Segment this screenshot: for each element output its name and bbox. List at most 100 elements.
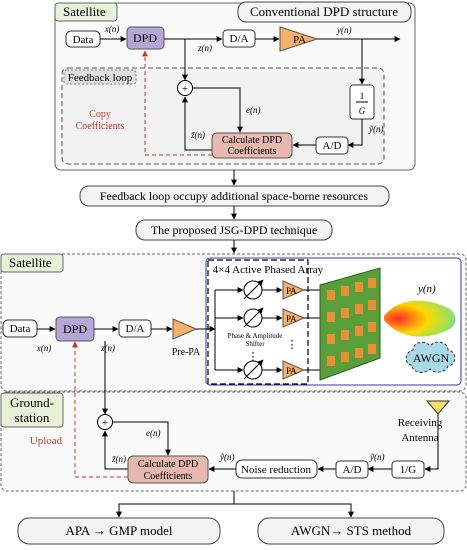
antenna-element xyxy=(355,304,363,314)
dpd-block-top xyxy=(126,26,165,50)
out-right-label: AWGN→ STS method xyxy=(291,523,412,538)
da-label-bottom: D/A xyxy=(126,323,145,335)
dpd-label-bottom: DPD xyxy=(63,322,87,336)
feedback-loop-region xyxy=(61,67,385,165)
antenna-element xyxy=(327,290,335,300)
e-n-bottom: e(n) xyxy=(146,428,161,438)
z-n-bottom: z(n) xyxy=(100,343,115,353)
antenna-element xyxy=(368,344,376,354)
noise-reduction-label: Noise reduction xyxy=(241,464,311,476)
out-left-box xyxy=(17,517,221,545)
calc-line2-bottom: Coefficients xyxy=(144,471,193,482)
arrow-calc-sum-top xyxy=(182,96,212,151)
antenna-element xyxy=(341,352,349,362)
arrow-out-left xyxy=(116,491,235,518)
antenna-element xyxy=(355,348,363,358)
pa-triangle-top xyxy=(279,26,319,52)
element-pa-1 xyxy=(282,280,306,300)
phase-shifter-2-arrow xyxy=(243,307,264,328)
antenna-element xyxy=(341,308,349,318)
y-hat-n-top: ỹ(n) xyxy=(368,124,384,134)
y-n-top: y(n) xyxy=(336,25,352,35)
z-hat-n-top: z̃(n) xyxy=(190,130,205,140)
y-hat-n-left: ỹ(n) xyxy=(219,452,235,462)
conventional-title-box xyxy=(237,1,412,23)
arrow-sum-calc-bottom xyxy=(112,421,171,456)
sum-plus-top: + xyxy=(182,83,188,95)
antenna-element xyxy=(368,322,376,332)
data-label-top: Data xyxy=(73,34,94,46)
copy-line1: Copy xyxy=(89,109,111,120)
pa-label-top: PA xyxy=(293,34,306,46)
e-n-top: e(n) xyxy=(246,105,261,115)
ground-station-tag xyxy=(0,392,64,428)
da-label-top: D/A xyxy=(230,33,249,45)
z-hat-n-bottom: z̃(n) xyxy=(111,454,126,464)
shifter-dots: ⋮ xyxy=(248,351,259,363)
element-pa-3 xyxy=(282,360,306,380)
feedback-loop-tag xyxy=(63,69,137,85)
element-pa-1-label: PA xyxy=(286,286,297,296)
out-right-box xyxy=(257,517,445,545)
y-n-bottom: y(n) xyxy=(417,283,436,295)
satellite-bottom-label: Satellite xyxy=(9,255,52,270)
upload-label: Upload xyxy=(30,435,63,447)
inv-g-den: G xyxy=(359,106,366,116)
sum-plus-bottom: + xyxy=(102,417,108,429)
element-pa-2 xyxy=(282,308,306,328)
array-feed-region xyxy=(207,259,309,385)
antenna-element xyxy=(368,300,376,310)
z-n-top: z(n) xyxy=(197,43,212,53)
pa-dots: ⋮ xyxy=(287,339,298,351)
pre-pa-label: Pre-PA xyxy=(172,347,201,358)
shifter-line2: Shifter xyxy=(245,340,265,348)
calc-line1-bottom: Calculate DPD xyxy=(138,459,198,470)
antenna-element xyxy=(327,334,335,344)
satellite-top-label: Satellite xyxy=(63,4,106,19)
element-pa-2-label: PA xyxy=(286,314,297,324)
inv-g-num: 1 xyxy=(360,91,365,101)
antenna-element xyxy=(355,282,363,292)
awgn-cloud xyxy=(405,341,456,373)
antenna-element xyxy=(341,286,349,296)
dpd-label-top: DPD xyxy=(133,31,157,45)
antenna-element xyxy=(355,326,363,336)
antenna-element xyxy=(327,356,335,366)
step2-label: The proposed JSG-DPD technique xyxy=(151,223,317,237)
ground-station-line1: Ground- xyxy=(10,395,54,410)
arrow-antenna-invg xyxy=(424,457,439,472)
receiving-line1: Receiving xyxy=(398,417,443,429)
x-n-bottom: x(n) xyxy=(36,343,52,353)
arrow-sum-calc-top xyxy=(192,87,243,133)
ad-label-bottom: A/D xyxy=(343,464,362,476)
satellite-bottom-tag xyxy=(0,253,64,273)
calc-line1-top: Calculate DPD xyxy=(222,135,282,146)
data-label-bottom: Data xyxy=(10,323,31,335)
shifter-line1: Phase & Amplitude xyxy=(228,332,283,340)
antenna-element xyxy=(327,312,335,322)
arrow-calc-sum-bottom xyxy=(102,430,128,470)
calc-block-top xyxy=(211,132,293,159)
calc-line2-top: Coefficients xyxy=(228,146,277,157)
radiation-beam xyxy=(384,300,456,337)
arrow-out-right xyxy=(234,503,354,518)
satellite-top-tag xyxy=(54,2,118,22)
antenna-element xyxy=(368,278,376,288)
x-n-top: x(n) xyxy=(104,24,120,34)
element-pa-3-label: PA xyxy=(286,366,297,376)
arrow-invg-ad xyxy=(347,119,363,148)
copy-line2: Coefficients xyxy=(76,121,125,132)
step1-label: Feedback loop occupy additional space-bo… xyxy=(100,189,369,203)
awgn-label: AWGN xyxy=(413,351,450,365)
array-title: 4×4 Active Phased Array xyxy=(213,264,324,276)
y-hat-n-right: ỹ(n) xyxy=(369,452,385,462)
ad-label-top: A/D xyxy=(323,140,342,152)
ground-station-line2: station xyxy=(15,410,50,425)
one-over-g-label: 1/G xyxy=(400,464,417,476)
antenna-elements xyxy=(327,278,376,366)
out-left-label: APA → GMP model xyxy=(65,523,172,538)
upload-arrow xyxy=(72,341,128,478)
receiving-line2: Antenna xyxy=(401,432,438,444)
